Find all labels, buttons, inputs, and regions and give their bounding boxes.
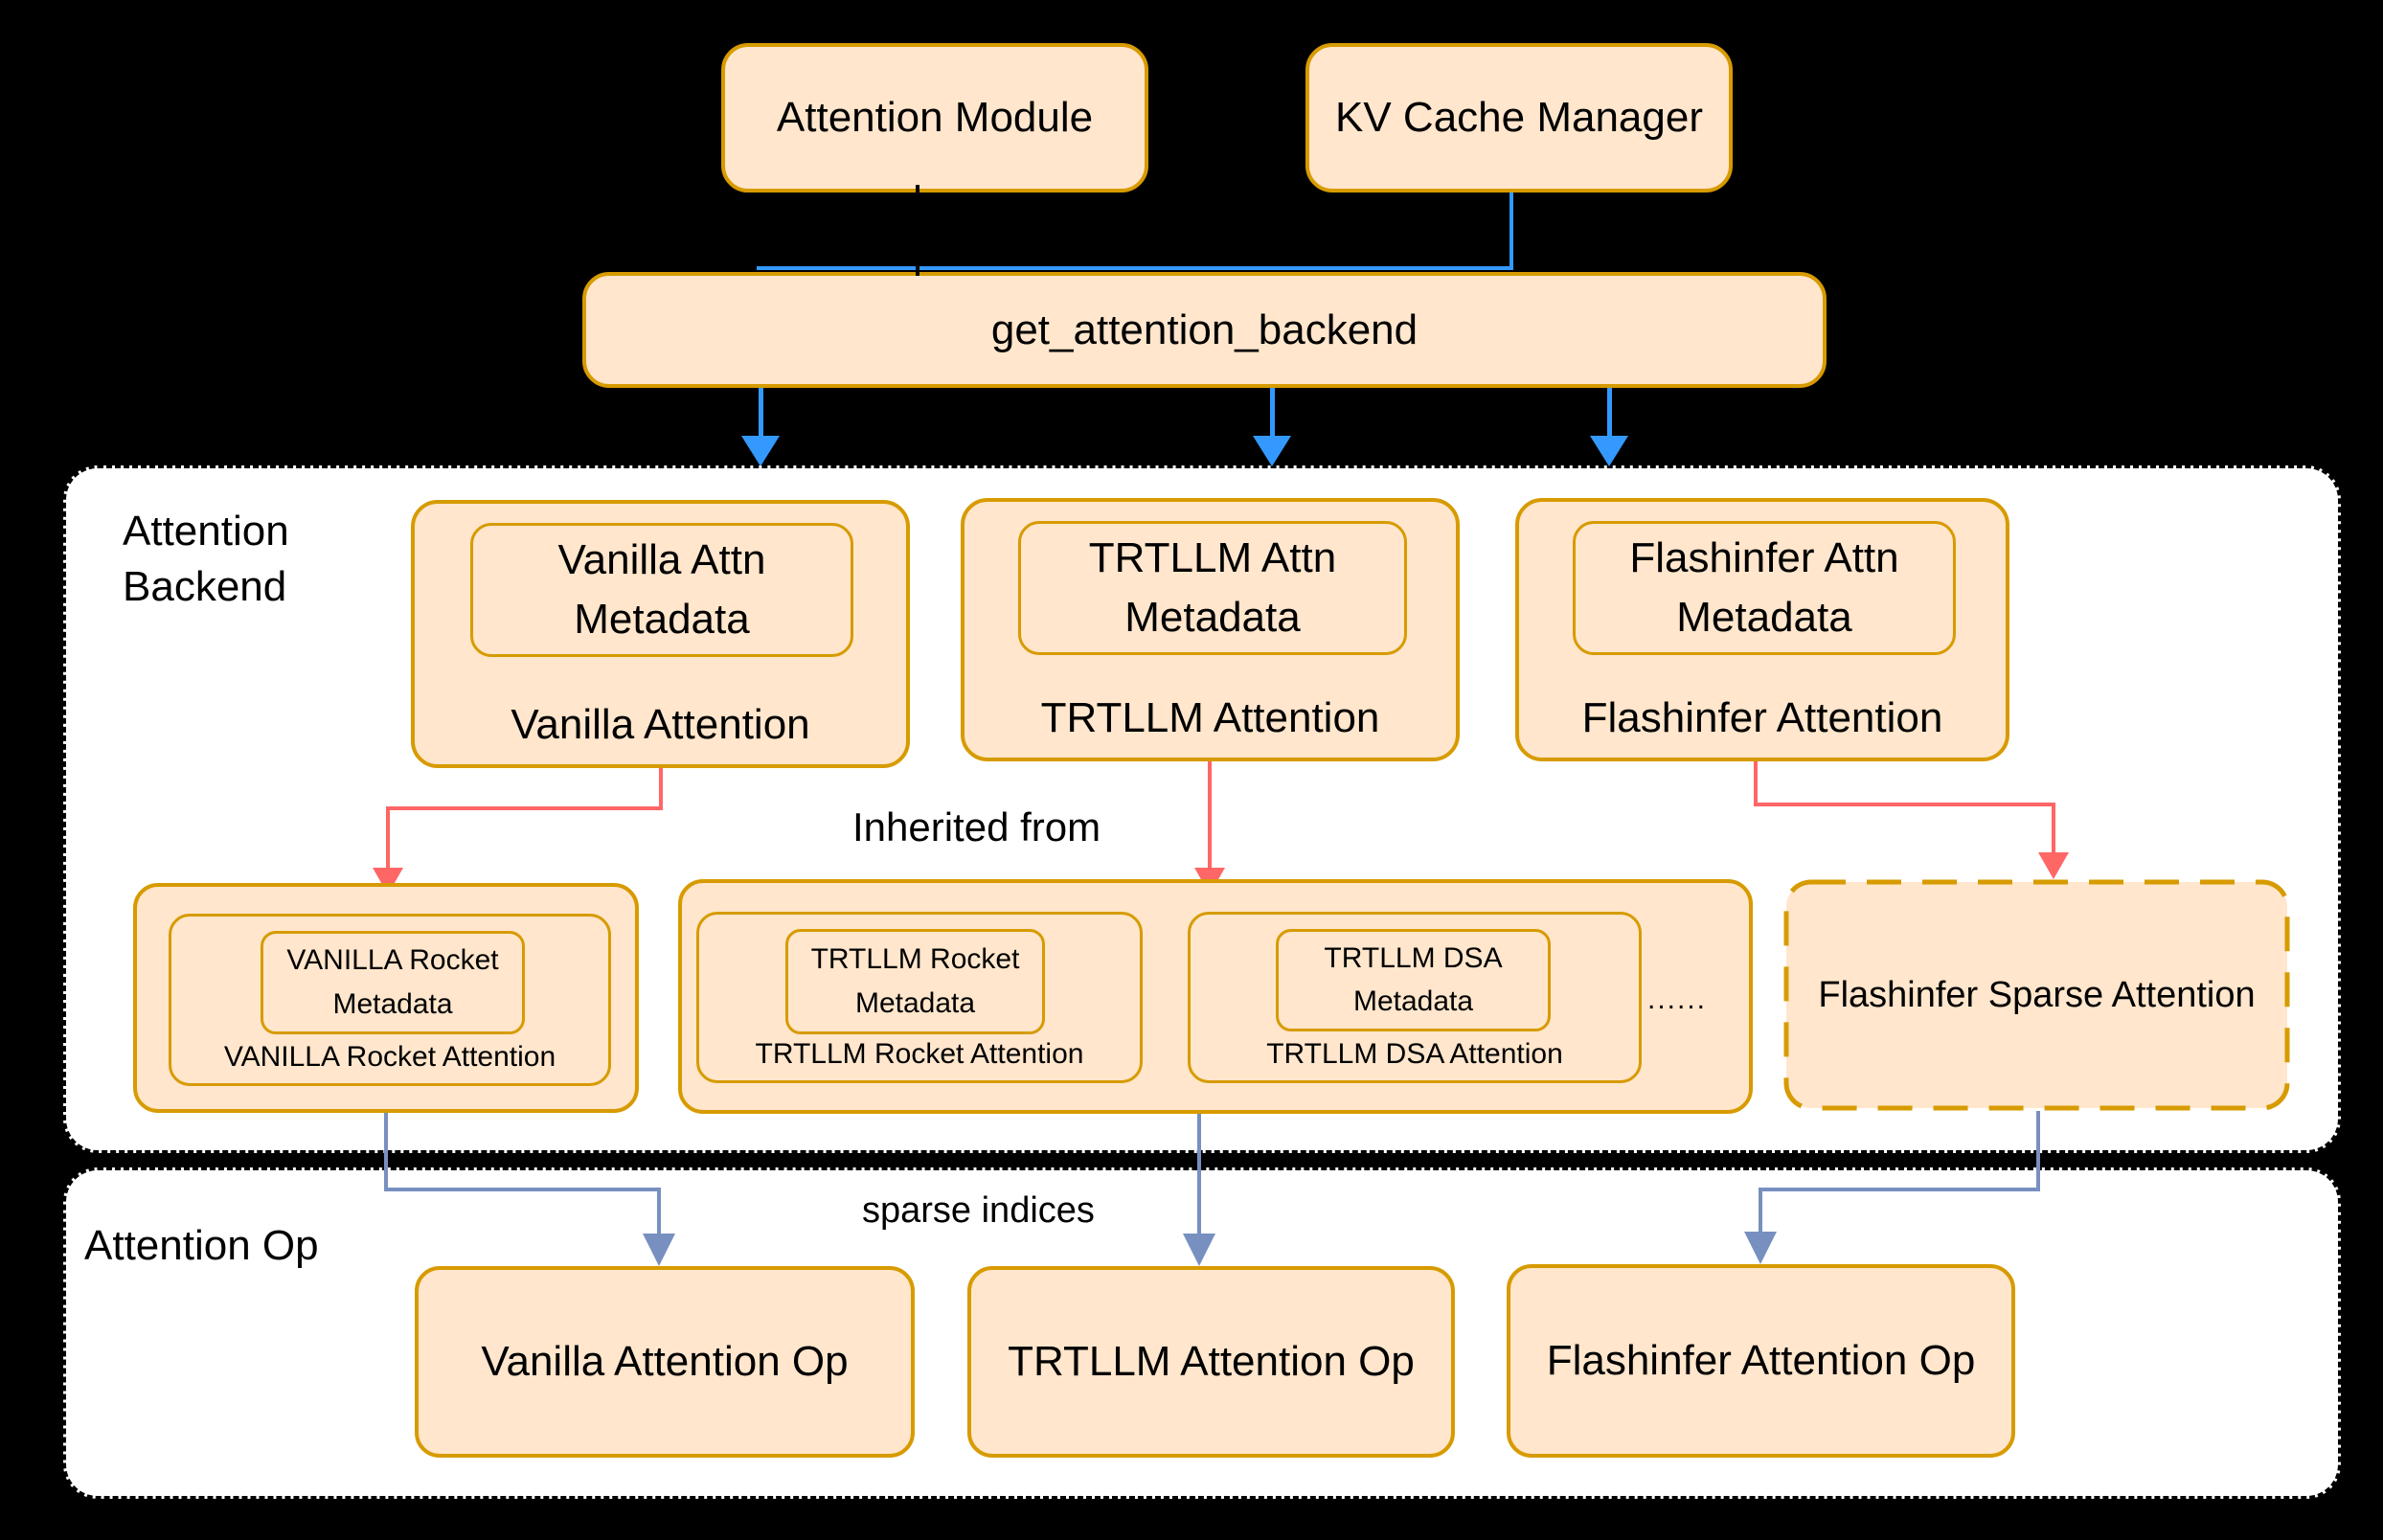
vanilla-attn-metadata-line1: Vanilla Attn [557, 536, 766, 584]
trtllm-dsa-metadata-line2: Metadata [1352, 985, 1474, 1017]
flashinfer-inherit-head [2038, 852, 2069, 879]
vanilla-rocket-metadata-line1: VANILLA Rocket [286, 944, 499, 977]
trtllm-rocket-metadata-node: TRTLLM Rocket Metadata [785, 929, 1045, 1034]
vanilla-op-arrow-h [384, 1188, 661, 1191]
trtllm-attn-metadata-line2: Metadata [1124, 593, 1301, 641]
trtllm-dsa-attention-label: TRTLLM DSA Attention [1266, 1038, 1563, 1070]
get-attention-backend-label: get_attention_backend [990, 306, 1418, 353]
kv-cache-manager-node: KV Cache Manager [1305, 43, 1733, 192]
vanilla-attention-op-label: Vanilla Attention Op [481, 1338, 849, 1385]
dispatch-arrow-3-head [1590, 436, 1628, 466]
trtllm-rocket-attention-node: TRTLLM Rocket Metadata TRTLLM Rocket Att… [696, 912, 1143, 1083]
flashinfer-op-arrow-h [1759, 1188, 2040, 1191]
trtllm-attention-node: TRTLLM Attn Metadata TRTLLM Attention [961, 498, 1460, 761]
attention-backend-label-line2: Backend [123, 563, 287, 610]
vanilla-rocket-attention-node: VANILLA Rocket Metadata VANILLA Rocket A… [169, 914, 611, 1086]
flashinfer-attention-label: Flashinfer Attention [1581, 694, 1943, 741]
flashinfer-sparse-attention-node: Flashinfer Sparse Attention [1783, 879, 2290, 1111]
vanilla-attention-op-node: Vanilla Attention Op [415, 1266, 915, 1458]
flashinfer-inherit-v1 [1754, 761, 1758, 806]
kv-to-get-connector [1509, 192, 1513, 270]
flashinfer-attn-metadata-line2: Metadata [1676, 593, 1852, 641]
trtllm-inherit-v [1208, 761, 1212, 870]
attention-backend-section-label: Attention Backend [123, 504, 289, 615]
dispatch-arrow-2-shaft [1270, 388, 1275, 438]
trtllm-rocket-metadata-line2: Metadata [854, 987, 976, 1019]
get-attention-backend-node: get_attention_backend [582, 272, 1827, 388]
module-to-get-connector [916, 185, 919, 276]
vanilla-op-arrow-v2 [657, 1188, 661, 1235]
vanilla-inherit-v2 [386, 806, 390, 870]
trtllm-op-arrow-v [1197, 1114, 1201, 1235]
more-backends-ellipsis: ...... [1647, 984, 1708, 1015]
dispatch-arrow-2-head [1253, 436, 1291, 466]
attention-op-section-label: Attention Op [84, 1222, 319, 1269]
vanilla-attention-node: Vanilla Attn Metadata Vanilla Attention [411, 500, 910, 768]
inherited-from-label: Inherited from [852, 804, 1101, 849]
flashinfer-attention-op-node: Flashinfer Attention Op [1507, 1264, 2015, 1458]
top-edge-connector [757, 266, 1513, 270]
trtllm-attention-op-label: TRTLLM Attention Op [1008, 1338, 1415, 1385]
trtllm-rocket-metadata-line1: TRTLLM Rocket [810, 943, 1020, 975]
dispatch-arrow-1-shaft [759, 388, 763, 438]
flashinfer-sparse-dashed-border [1783, 879, 2290, 1111]
kv-cache-manager-label: KV Cache Manager [1335, 94, 1703, 141]
vanilla-inherit-h [386, 806, 663, 810]
trtllm-op-arrow-head [1183, 1234, 1215, 1266]
flashinfer-sparse-attention-label: Flashinfer Sparse Attention [1818, 974, 2256, 1015]
vanilla-op-arrow-head [643, 1234, 675, 1266]
vanilla-rocket-metadata-node: VANILLA Rocket Metadata [261, 931, 525, 1034]
dispatch-arrow-1-head [741, 436, 780, 466]
vanilla-attn-metadata-node: Vanilla Attn Metadata [470, 523, 853, 657]
vanilla-rocket-attention-label: VANILLA Rocket Attention [223, 1041, 556, 1073]
flashinfer-attn-metadata-node: Flashinfer Attn Metadata [1573, 521, 1956, 655]
flashinfer-op-arrow-v2 [1759, 1188, 1762, 1232]
trtllm-attn-metadata-node: TRTLLM Attn Metadata [1018, 521, 1407, 655]
trtllm-rocket-attention-label: TRTLLM Rocket Attention [755, 1038, 1084, 1070]
trtllm-dsa-metadata-node: TRTLLM DSA Metadata [1276, 929, 1551, 1031]
flashinfer-attention-op-label: Flashinfer Attention Op [1546, 1337, 1976, 1384]
flashinfer-inherit-v2 [2052, 803, 2055, 854]
flashinfer-attn-metadata-line1: Flashinfer Attn [1629, 534, 1899, 582]
vanilla-rocket-metadata-line2: Metadata [332, 987, 453, 1020]
vanilla-rocket-wrapper-node: VANILLA Rocket Metadata VANILLA Rocket A… [133, 883, 639, 1113]
flashinfer-op-arrow-head [1744, 1232, 1777, 1264]
trtllm-derived-group-node: TRTLLM Rocket Metadata TRTLLM Rocket Att… [678, 879, 1753, 1114]
trtllm-attention-op-node: TRTLLM Attention Op [967, 1266, 1455, 1458]
trtllm-dsa-metadata-line1: TRTLLM DSA [1324, 942, 1503, 974]
flashinfer-attention-node: Flashinfer Attn Metadata Flashinfer Atte… [1515, 498, 2009, 761]
vanilla-attention-label: Vanilla Attention [511, 701, 810, 748]
trtllm-dsa-attention-node: TRTLLM DSA Metadata TRTLLM DSA Attention [1188, 912, 1642, 1083]
vanilla-inherit-v1 [659, 768, 663, 810]
dispatch-arrow-3-shaft [1607, 388, 1612, 438]
sparse-indices-label: sparse indices [862, 1190, 1095, 1231]
trtllm-attn-metadata-line1: TRTLLM Attn [1088, 534, 1337, 582]
attention-backend-label-line1: Attention [123, 508, 289, 555]
attention-module-node: Attention Module [721, 43, 1148, 192]
vanilla-op-arrow-v1 [384, 1113, 388, 1191]
vanilla-attn-metadata-line2: Metadata [574, 595, 750, 643]
flashinfer-op-arrow-v1 [2036, 1111, 2040, 1191]
flashinfer-inherit-h [1754, 803, 2055, 806]
trtllm-attention-label: TRTLLM Attention [1040, 694, 1380, 741]
attention-module-label: Attention Module [776, 94, 1094, 141]
